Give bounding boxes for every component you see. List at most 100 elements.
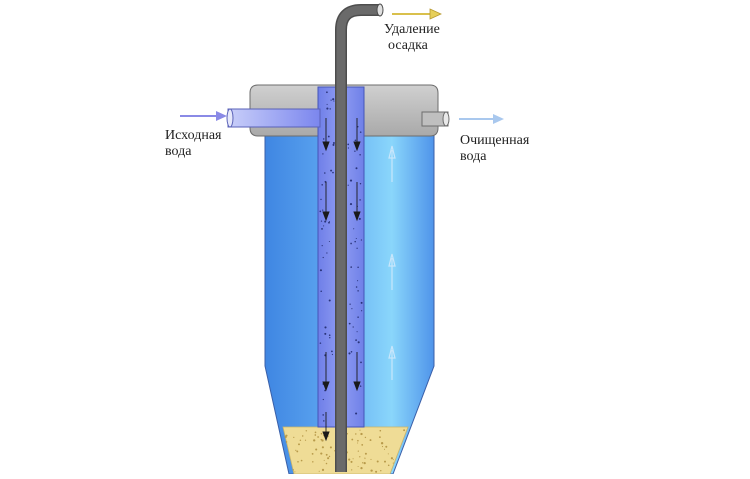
sediment-particle bbox=[297, 461, 299, 463]
sediment-particle bbox=[360, 432, 363, 436]
particle bbox=[349, 179, 353, 182]
particle bbox=[321, 245, 323, 247]
sediment-particle bbox=[320, 452, 323, 455]
sludge-removal-label-line2: осадка bbox=[388, 38, 428, 53]
sludge-removal-label-line1: Удаление bbox=[384, 22, 440, 37]
particle bbox=[329, 337, 331, 339]
particle bbox=[356, 247, 358, 249]
inlet-arrow bbox=[180, 111, 227, 121]
particle bbox=[328, 221, 330, 224]
sediment-particle bbox=[300, 459, 303, 462]
clean-water-label-line2: вода bbox=[460, 149, 487, 164]
particle bbox=[331, 350, 333, 353]
particle bbox=[323, 225, 325, 227]
particle bbox=[357, 290, 359, 292]
sediment-particle bbox=[315, 448, 318, 451]
particle bbox=[355, 339, 357, 341]
particle bbox=[361, 310, 363, 312]
particle bbox=[331, 353, 333, 356]
sediment-particle bbox=[311, 452, 314, 455]
particle bbox=[326, 107, 329, 110]
downflow-arrows bbox=[322, 118, 361, 442]
up-arrow bbox=[388, 145, 396, 182]
particle bbox=[320, 220, 323, 222]
sediment-particle bbox=[328, 455, 331, 458]
sediment-particle bbox=[355, 433, 357, 435]
sludge-out-arrow bbox=[392, 8, 442, 20]
sediment-particle bbox=[350, 460, 353, 463]
particle bbox=[353, 228, 355, 230]
particle bbox=[326, 103, 328, 105]
sediment-particle bbox=[357, 450, 359, 452]
sediment-particle bbox=[369, 439, 372, 442]
sediment-particle bbox=[352, 458, 354, 460]
sediment-particle bbox=[362, 462, 364, 464]
sediment-particle bbox=[313, 439, 316, 442]
particle bbox=[350, 266, 353, 268]
sediment-particle bbox=[351, 438, 354, 441]
sediment-particle bbox=[380, 442, 384, 445]
sediment-particle bbox=[357, 465, 359, 468]
sediment-particle bbox=[295, 449, 297, 451]
raw-water-label-line2: вода bbox=[165, 144, 192, 159]
outlet-pipe-end bbox=[442, 111, 450, 127]
particle bbox=[330, 99, 332, 101]
particle bbox=[351, 308, 353, 310]
sediment-particle bbox=[364, 436, 367, 439]
down-arrow bbox=[322, 352, 330, 392]
particle bbox=[322, 153, 324, 155]
upflow-arrows bbox=[388, 145, 396, 380]
particle bbox=[347, 143, 350, 146]
particle bbox=[350, 351, 353, 353]
sediment-particle bbox=[301, 435, 304, 437]
particle bbox=[329, 108, 331, 110]
particle bbox=[357, 341, 360, 344]
particle bbox=[349, 203, 353, 206]
sediment-particle bbox=[285, 434, 288, 437]
sediment-particle bbox=[312, 461, 314, 463]
sediment-particle bbox=[385, 445, 388, 448]
sediment-particle bbox=[305, 430, 308, 432]
particle bbox=[328, 220, 330, 223]
particle bbox=[347, 184, 349, 186]
particle bbox=[357, 280, 359, 282]
sediment-particle bbox=[351, 469, 353, 471]
particle bbox=[360, 361, 362, 364]
particle bbox=[347, 147, 350, 149]
sediment-particle bbox=[318, 470, 320, 472]
particle bbox=[360, 301, 363, 304]
inlet-pipe bbox=[227, 108, 321, 128]
sediment-particle bbox=[293, 436, 295, 439]
particle bbox=[319, 210, 322, 213]
particle bbox=[324, 332, 327, 335]
sediment-particle bbox=[357, 442, 359, 444]
particle bbox=[354, 240, 356, 243]
particle bbox=[360, 239, 363, 241]
sediment-particle bbox=[364, 457, 366, 459]
particle bbox=[330, 169, 333, 172]
particle bbox=[324, 326, 327, 329]
particle bbox=[348, 352, 351, 355]
particle bbox=[348, 322, 351, 325]
sediment-particle bbox=[321, 439, 324, 442]
particle bbox=[324, 220, 327, 223]
particle bbox=[356, 331, 358, 333]
particle bbox=[322, 138, 325, 140]
sediment-particle bbox=[384, 460, 386, 463]
up-arrow bbox=[388, 253, 396, 290]
sludge-pipe-end bbox=[376, 3, 384, 17]
sediment-particle bbox=[361, 444, 364, 446]
sediment-particle bbox=[304, 439, 307, 441]
sediment-particle bbox=[299, 439, 302, 442]
particle bbox=[321, 184, 323, 186]
sediment-particle bbox=[357, 439, 359, 442]
down-arrow bbox=[322, 182, 330, 222]
sediment-particle bbox=[329, 446, 332, 449]
particle bbox=[332, 143, 335, 146]
up-arrow bbox=[388, 345, 396, 380]
sediment-particle bbox=[360, 466, 363, 470]
particle bbox=[327, 135, 330, 138]
particle bbox=[321, 227, 323, 230]
sediment-particle bbox=[348, 458, 351, 461]
sediment-particle bbox=[359, 429, 361, 431]
